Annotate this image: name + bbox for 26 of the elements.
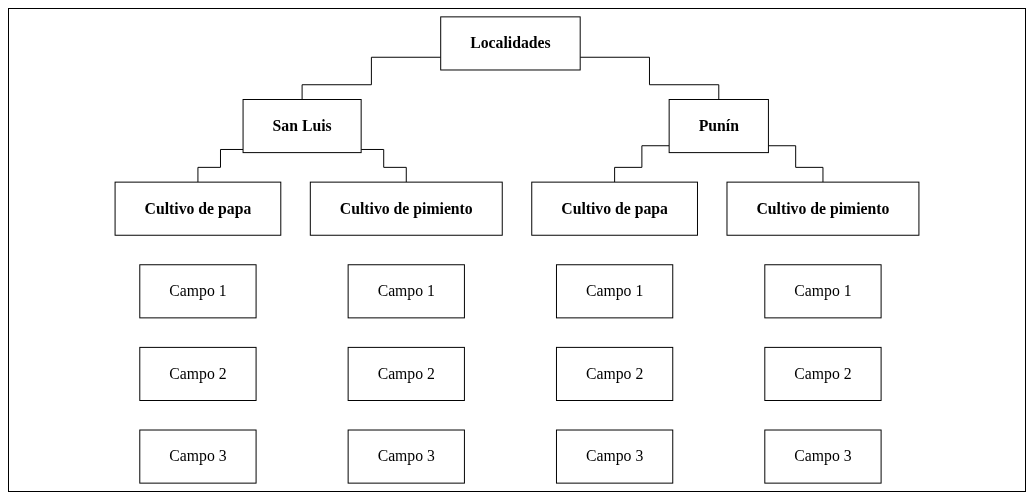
connector	[197, 149, 244, 183]
node-box	[309, 181, 503, 236]
connector	[767, 145, 824, 183]
node-box	[531, 181, 698, 236]
node-box	[139, 346, 257, 401]
node-box	[764, 346, 882, 401]
node-box	[242, 99, 362, 154]
node-box	[764, 429, 882, 484]
node-box	[556, 429, 674, 484]
connector	[301, 56, 442, 100]
node-box	[440, 16, 581, 71]
connector	[579, 56, 720, 100]
node-box	[347, 264, 465, 319]
node-box	[726, 181, 920, 236]
node-box	[139, 429, 257, 484]
connector	[614, 145, 670, 183]
node-box	[556, 264, 674, 319]
node-box	[347, 429, 465, 484]
node-box	[668, 99, 769, 154]
connector	[360, 149, 407, 183]
node-box	[139, 264, 257, 319]
node-box	[556, 346, 674, 401]
diagram-frame: Localidades San Luis Punín Cultivo de papa Cultivo de pimiento Cultivo de papa Cultivo de pimiento Campo 1 Campo 1 Campo 1 Campo 1 Campo 2 Campo 2 Campo 2 Campo 2 Campo 3 Campo 3 Campo 3 Campo 3	[8, 8, 1026, 492]
node-box	[114, 181, 282, 236]
node-box	[347, 346, 465, 401]
node-box	[764, 264, 882, 319]
